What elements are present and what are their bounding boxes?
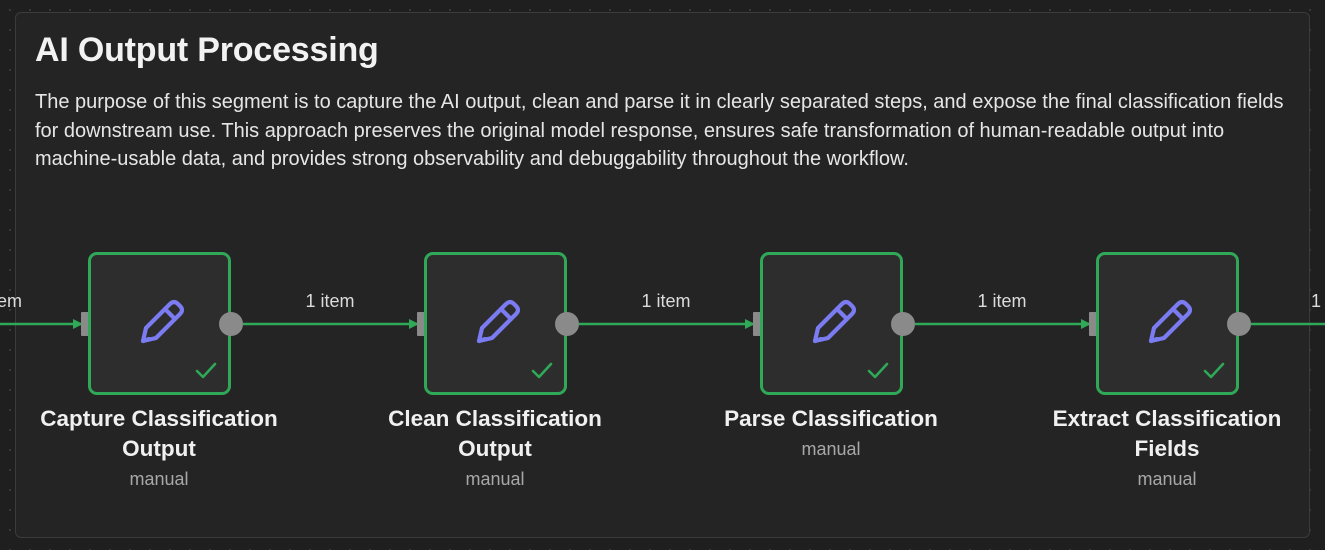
- success-check-icon: [1203, 362, 1225, 379]
- pencil-icon: [812, 299, 857, 344]
- node-2-label: Clean Classification Output manual: [355, 404, 635, 492]
- sticky-title: AI Output Processing: [35, 31, 379, 69]
- success-check-icon: [531, 362, 553, 379]
- node-clean-classification-output[interactable]: [424, 252, 567, 395]
- node-subtitle: manual: [465, 469, 525, 489]
- node-subtitle: manual: [1137, 469, 1197, 489]
- node-3-label: Parse Classification manual: [691, 404, 971, 462]
- node-1-output-port[interactable]: [219, 312, 243, 336]
- edge-label-outgoing: 1: [1311, 291, 1322, 311]
- node-4-output-port[interactable]: [1227, 312, 1251, 336]
- node-extract-classification-fields[interactable]: [1096, 252, 1239, 395]
- pencil-icon: [1148, 299, 1193, 344]
- node-1-label: Capture Classification Output manual: [19, 404, 299, 492]
- node-subtitle: manual: [129, 469, 189, 489]
- edge-label-incoming: em: [0, 291, 23, 311]
- success-check-icon: [867, 362, 889, 379]
- node-capture-classification-output[interactable]: [88, 252, 231, 395]
- edge-label-3-4: 1 item: [977, 291, 1027, 311]
- node-name: Extract Classification Fields: [1052, 406, 1282, 461]
- sticky-body: The purpose of this segment is to captur…: [35, 91, 1284, 170]
- node-subtitle: manual: [801, 439, 861, 459]
- node-name: Clean Classification Output: [388, 406, 602, 461]
- node-name: Parse Classification: [724, 406, 938, 431]
- pencil-icon: [140, 299, 185, 344]
- node-3-output-port[interactable]: [891, 312, 915, 336]
- pencil-icon: [476, 299, 521, 344]
- edge-label-1-2: 1 item: [305, 291, 355, 311]
- edge-label-2-3: 1 item: [641, 291, 691, 311]
- success-check-icon: [195, 362, 217, 379]
- node-name: Capture Classification Output: [40, 406, 278, 461]
- node-parse-classification[interactable]: [760, 252, 903, 395]
- node-4-label: Extract Classification Fields manual: [1027, 404, 1307, 492]
- node-2-output-port[interactable]: [555, 312, 579, 336]
